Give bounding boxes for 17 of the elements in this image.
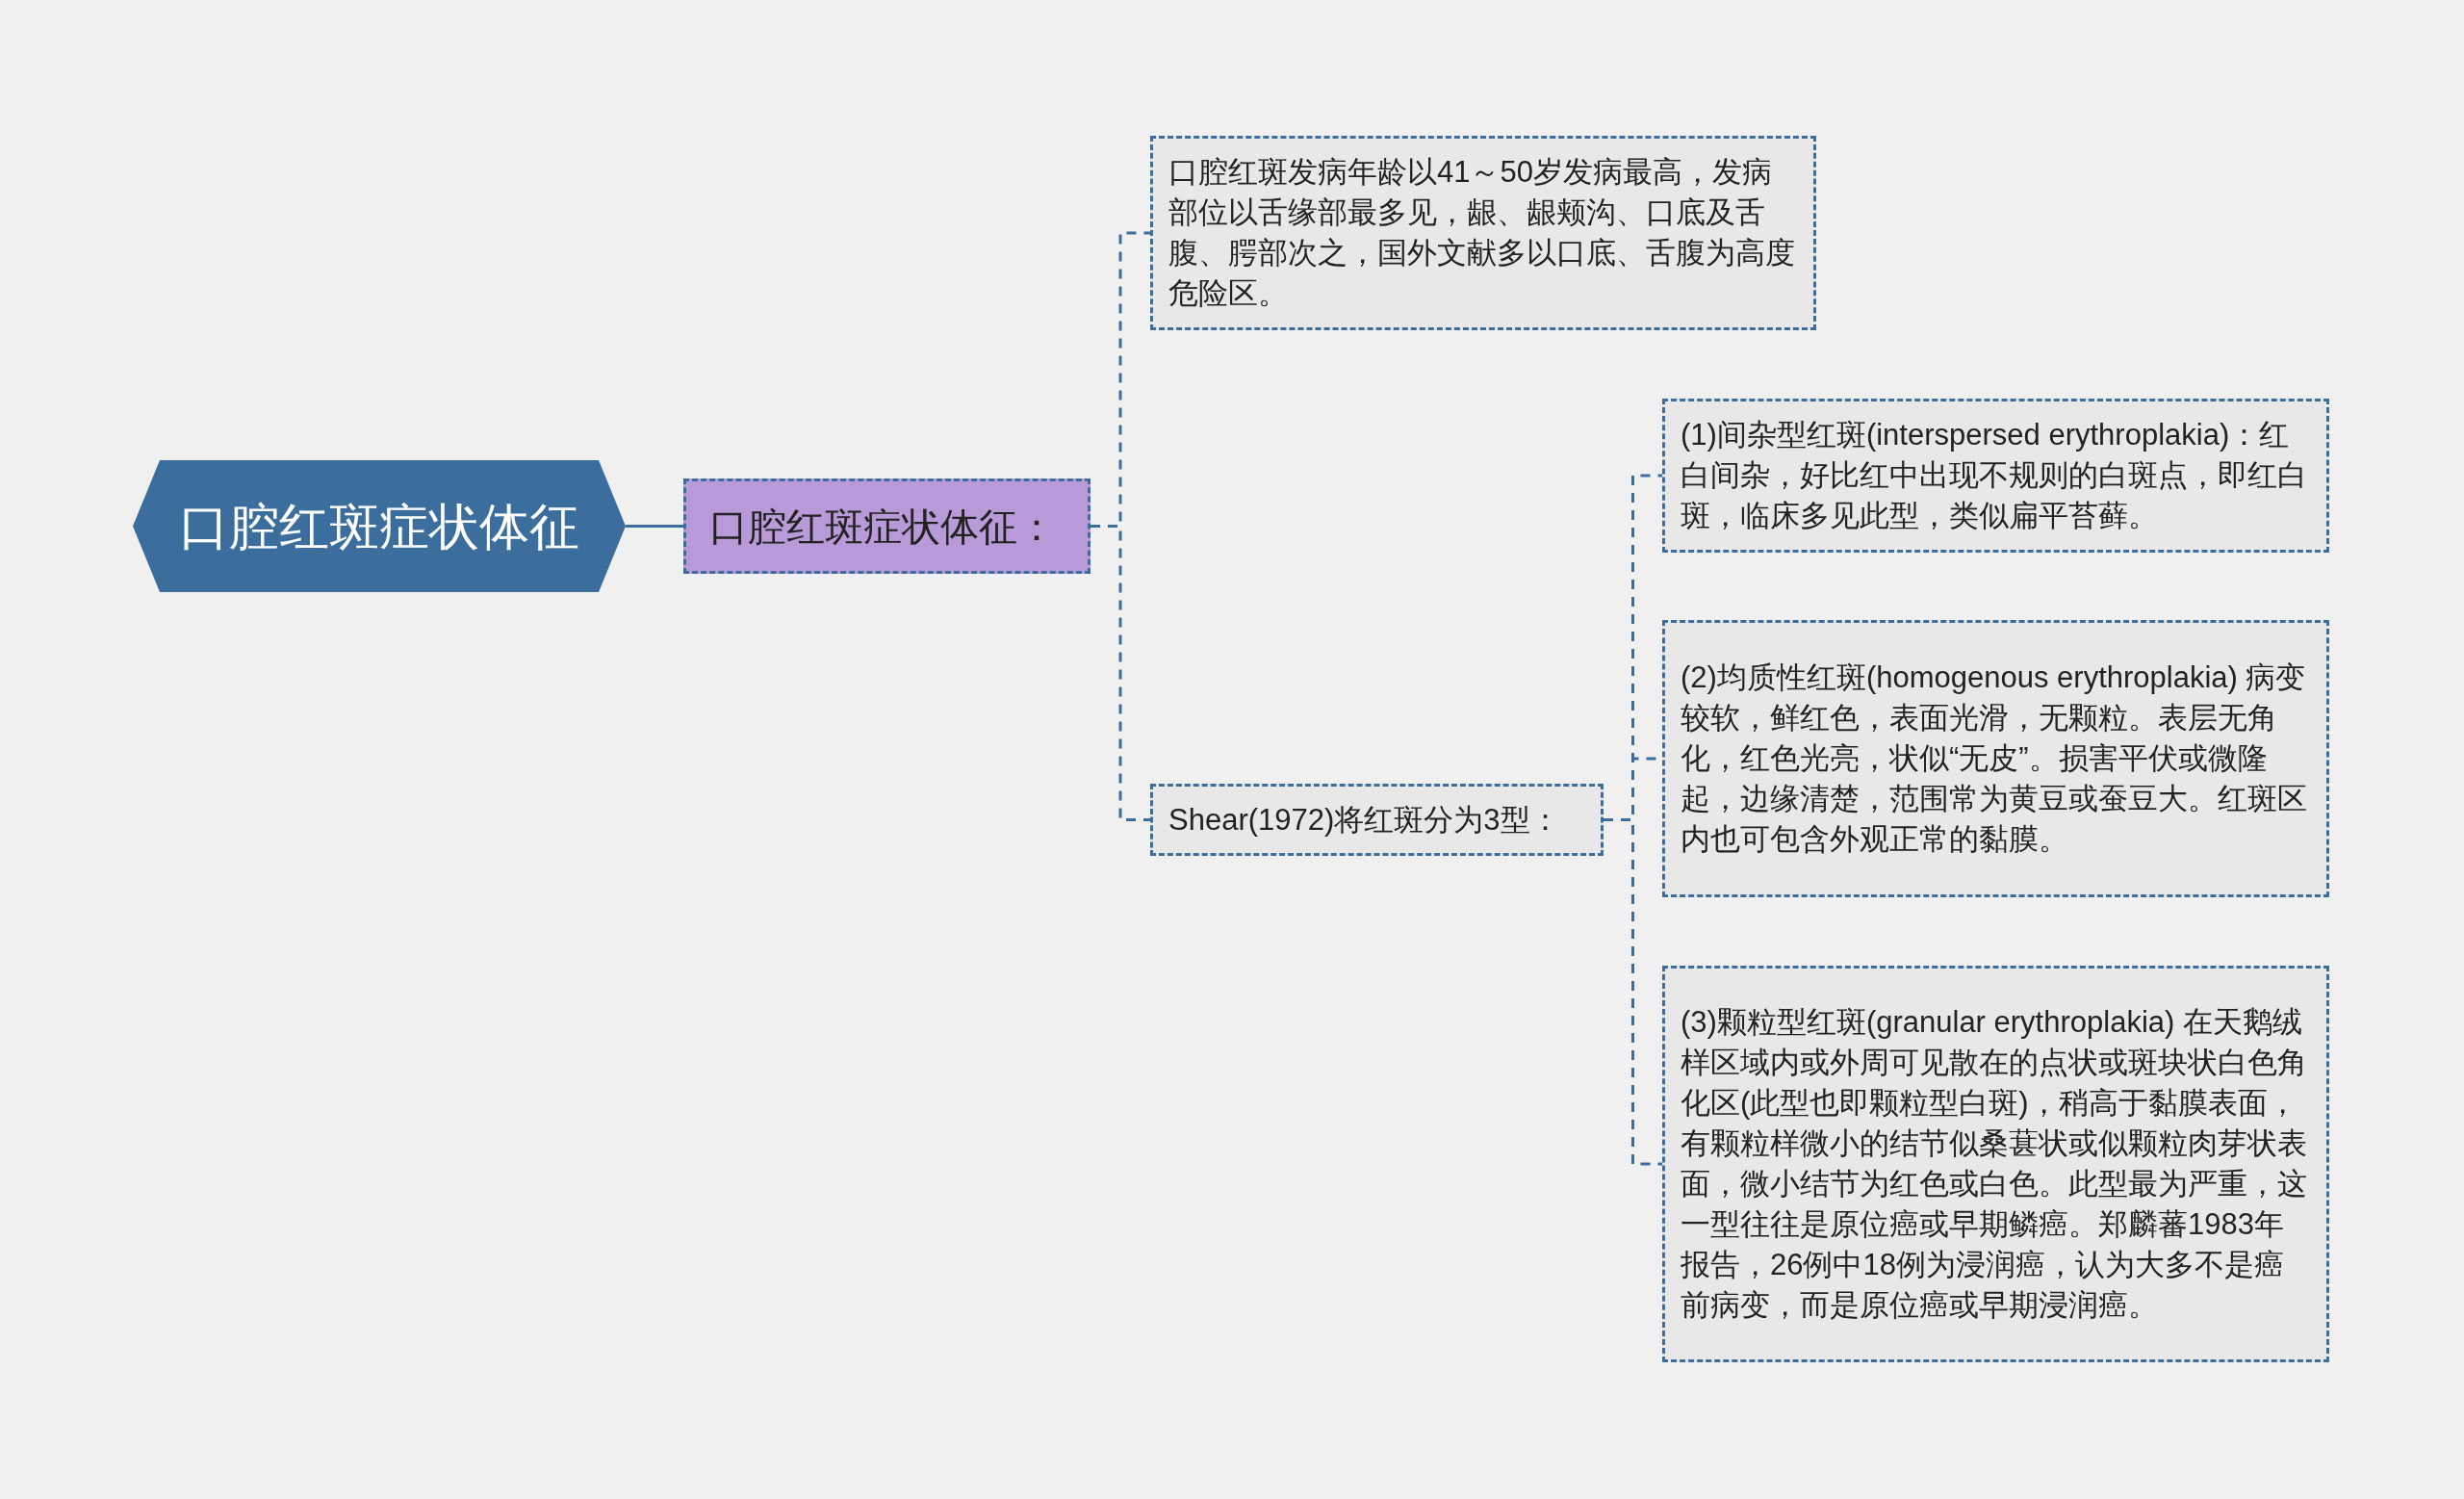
subtopic-box <box>683 478 1091 574</box>
node-text: 口腔红斑症状体征： <box>709 504 1056 550</box>
note-box <box>1150 136 1816 330</box>
topic-hexagon <box>133 460 626 592</box>
node-text: (2)均质性红斑(homogenous erythroplakia) 病变较软，鲜红色，表面光滑，无颗粒。表层无角化，红色光亮，状似“无皮”。损害平伏或微隆起，边缘清楚，范围常为黄豆或蚕豆大。红斑区内也可包含外观正常的黏膜。 <box>1681 659 2308 858</box>
node-text: 口腔红斑症状体征 <box>179 497 579 556</box>
note-box <box>1662 399 2329 553</box>
connector-line <box>626 525 683 528</box>
connector-line <box>1604 818 1662 1166</box>
node-text: 口腔红斑发病年龄以41～50岁发病最高，发病部位以舌缘部最多见，龈、龈颊沟、口底及舌腹、腭部次之，国外文献多以口底、舌腹为高度危险区。 <box>1168 154 1796 312</box>
note-box <box>1662 966 2329 1362</box>
node-text: (1)间杂型红斑(interspersed erythroplakia)：红白间杂，好比红中出现不规则的白斑点，即红白斑，临床多见此型，类似扁平苔藓。 <box>1681 417 2308 534</box>
connector-line <box>1091 525 1150 821</box>
note-box <box>1150 784 1604 856</box>
node-text: (3)颗粒型红斑(granular erythroplakia) 在天鹅绒样区域内或外周可见散在的点状或斑块状白色角化区(此型也即颗粒型白斑)，稍高于黏膜表面，有颗粒样微小的结节似桑葚状或似颗粒肉芽状表面，微小结节为红色或白色。此型最为严重，这一型往往是原位癌或早期鳞癌。郑麟蕃1983年报告，26例中18例为浸润癌，认为大多不是癌前病变，而是原位癌或早期浸润癌。 <box>1681 1004 2308 1324</box>
note-box <box>1662 620 2329 897</box>
node-text: Shear(1972)将红斑分为3型： <box>1168 801 1560 839</box>
